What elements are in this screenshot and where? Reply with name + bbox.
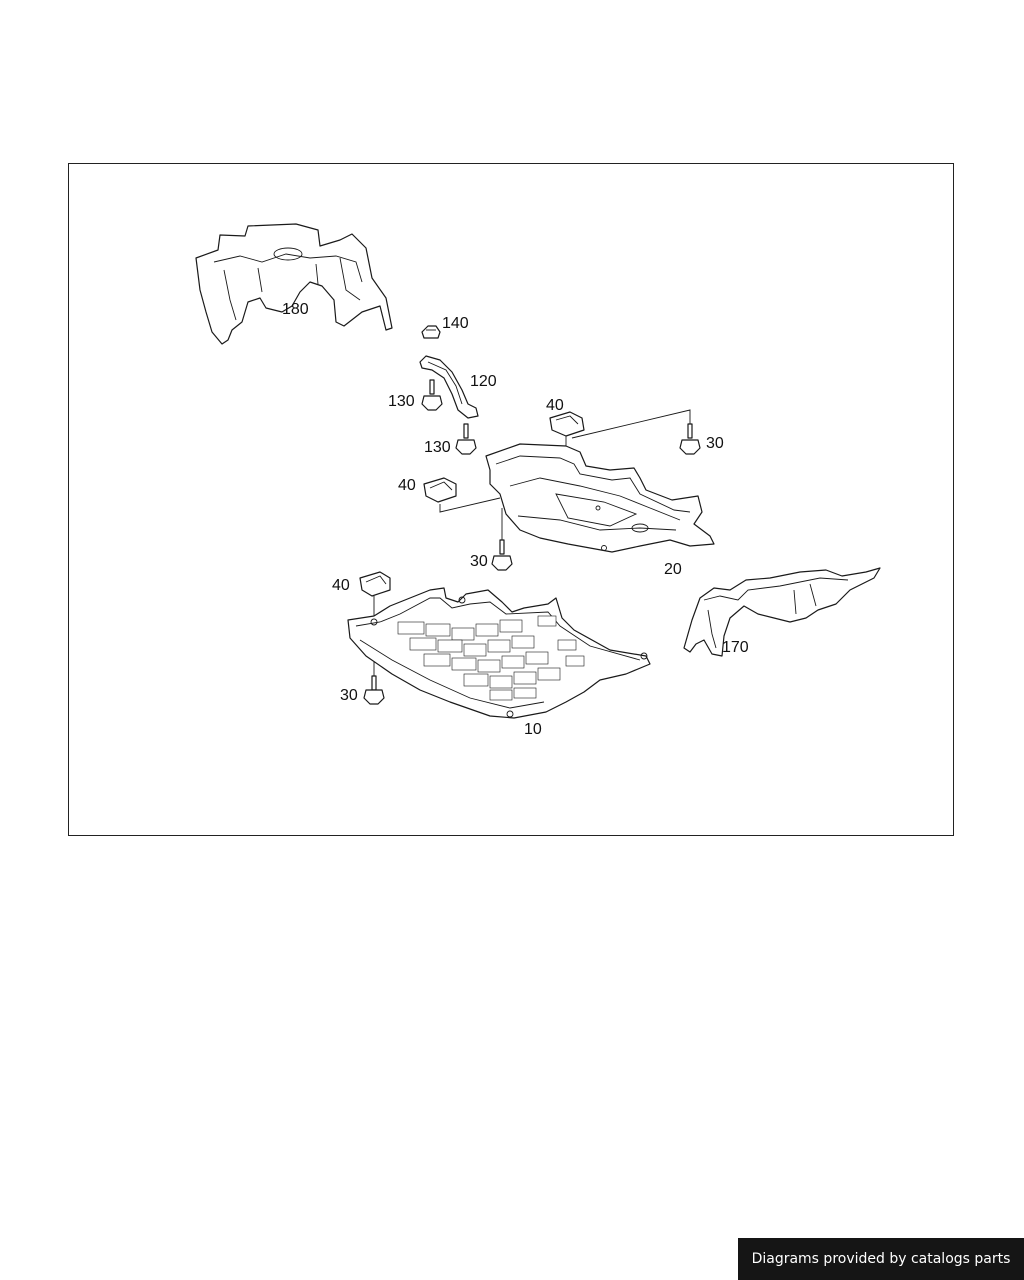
part-20-middle-underbody-panel[interactable]	[485, 443, 715, 553]
bolt-30-right[interactable]	[679, 423, 701, 455]
bolt-130-upper[interactable]	[421, 379, 443, 411]
callout-10: 10	[524, 721, 542, 738]
callout-30-lower: 30	[340, 687, 358, 704]
callout-120: 120	[470, 373, 497, 390]
callout-180: 180	[282, 301, 309, 318]
callout-170: 170	[722, 639, 749, 656]
callout-labels: 180 140 120 130 130 40 40 40 30 30 30 20…	[282, 301, 749, 738]
part-10-lower-underbody-panel[interactable]	[347, 587, 651, 719]
bolt-130-lower[interactable]	[455, 423, 477, 455]
bolt-30-middle[interactable]	[491, 539, 513, 571]
diagram-credit-badge: Diagrams provided by catalogs parts	[738, 1238, 1024, 1280]
callout-140: 140	[442, 315, 469, 332]
callout-40-middle: 40	[398, 477, 416, 494]
clip-40-lower[interactable]	[359, 571, 391, 597]
part-120-bracket[interactable]	[419, 355, 479, 419]
callout-20: 20	[664, 561, 682, 578]
callout-30-right: 30	[706, 435, 724, 452]
callout-40-upper: 40	[546, 397, 564, 414]
callout-30-middle: 30	[470, 553, 488, 570]
bolt-30-lower[interactable]	[363, 675, 385, 705]
callout-40-lower: 40	[332, 577, 350, 594]
callout-130-upper: 130	[388, 393, 415, 410]
part-180-engine-shield[interactable]	[195, 223, 393, 345]
part-170-side-shield[interactable]	[683, 567, 881, 657]
clip-40-middle[interactable]	[423, 477, 457, 503]
callout-130-lower: 130	[424, 439, 451, 456]
clip-40-upper[interactable]	[549, 411, 585, 437]
part-140-clip[interactable]	[421, 325, 441, 339]
